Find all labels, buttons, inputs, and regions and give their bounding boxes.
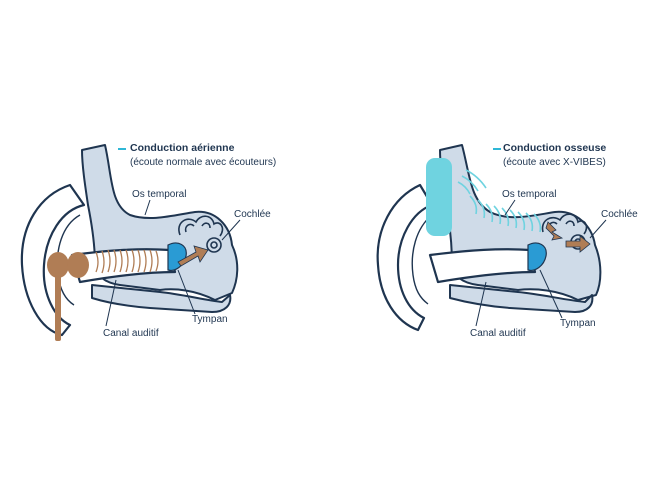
left-panel-air-conduction: Conduction aérienne (écoute normale avec… (20, 142, 276, 341)
left-label-tympan: Tympan (192, 314, 228, 325)
right-bone-vibration-waves (457, 169, 542, 233)
left-subtitle: (écoute normale avec écouteurs) (130, 157, 276, 168)
right-leader-cochlee (589, 219, 607, 239)
right-title-dash (493, 148, 501, 150)
right-vibration-arrow-lower (565, 235, 591, 253)
right-label-cochlee: Cochlée (601, 209, 638, 220)
left-leader-canal-auditif (105, 279, 117, 327)
left-label-os-temporal: Os temporal (132, 189, 186, 200)
right-canal-bone-lower (449, 284, 594, 313)
right-title: Conduction osseuse (503, 142, 606, 154)
right-vibration-arrow-upper (545, 221, 564, 241)
right-eardrum (527, 242, 547, 271)
left-leader-tympan (177, 269, 196, 315)
right-ear-helix-inner (411, 214, 433, 305)
left-leader-os-temporal (144, 199, 151, 216)
left-sound-waves (95, 249, 159, 274)
left-earphone (47, 252, 89, 341)
left-cochlea (178, 215, 224, 253)
right-label-os-temporal: Os temporal (502, 189, 556, 200)
right-panel-bone-conduction: Conduction osseuse (écoute avec X-VIBES)… (376, 142, 638, 339)
left-label-canal-auditif: Canal auditif (103, 328, 159, 339)
xvibes-device (426, 158, 452, 236)
left-label-cochlee: Cochlée (234, 209, 271, 220)
right-subtitle: (écoute avec X-VIBES) (503, 157, 606, 168)
right-label-tympan: Tympan (560, 318, 596, 329)
right-leader-os-temporal (504, 199, 516, 216)
right-leader-canal-auditif (475, 281, 487, 327)
left-vibration-arrow (177, 245, 209, 267)
left-outer-ear (20, 183, 86, 337)
right-leader-tympan (539, 269, 563, 319)
left-leader-cochlee (221, 219, 241, 241)
left-canal-bone-lower (91, 284, 232, 313)
left-title: Conduction aérienne (130, 142, 235, 154)
right-outer-ear (376, 183, 434, 332)
right-label-canal-auditif: Canal auditif (470, 328, 526, 339)
left-title-dash (118, 148, 126, 150)
